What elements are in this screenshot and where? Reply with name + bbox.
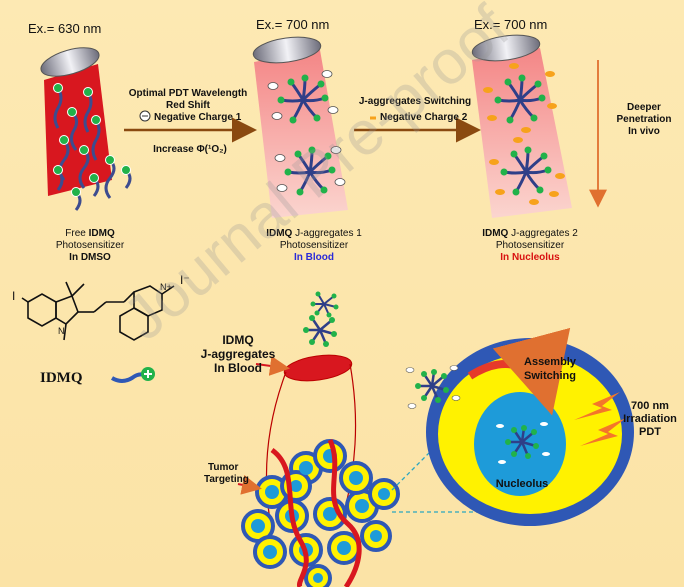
blood-aggregate <box>303 315 337 347</box>
state2-medium: In Blood <box>294 252 334 263</box>
switching-arrow <box>467 327 571 416</box>
step2-line1: J-aggregates Switching <box>358 96 472 107</box>
step1-line3: Negative Charge 1 <box>154 112 242 123</box>
nucleolus-label: Nucleolus <box>495 478 549 490</box>
n-label: N <box>58 326 65 336</box>
step1-line4: Increase Φ(¹O₂) <box>153 144 227 155</box>
step1-line2: Red Shift <box>166 100 210 111</box>
state3-medium: In Nucleolus <box>500 252 560 263</box>
state1-medium: In DMSO <box>69 252 111 263</box>
assembly-line1: Assembly <box>524 356 576 368</box>
iodine-label: I <box>12 289 16 303</box>
blood-line2: J-aggregates <box>200 347 276 361</box>
depth-line3: In vivo <box>628 126 660 137</box>
j-aggregate-1a <box>267 70 339 124</box>
state3-type: Photosensitizer <box>495 240 565 251</box>
j-aggregate-1b <box>274 146 346 196</box>
negative-charge-icon-1 <box>139 110 151 122</box>
tumor-cells <box>237 438 400 587</box>
iodide-label: I⁻ <box>180 273 190 287</box>
idmq-icon <box>110 367 155 383</box>
lightning-icon <box>574 392 626 446</box>
state2-type: Photosensitizer <box>279 240 349 251</box>
j-aggregate-2b <box>489 137 565 205</box>
excitation-700-label-1: Ex.= 700 nm <box>256 17 330 32</box>
state1-title: Free IDMQ <box>65 228 115 239</box>
step1-line1: Optimal PDT Wavelength <box>128 88 248 99</box>
blood-line3: In Blood <box>214 361 262 375</box>
n-plus-label: N+ <box>160 282 172 292</box>
depth-line1: Deeper <box>627 102 661 113</box>
excitation-630-label: Ex.= 630 nm <box>28 21 102 36</box>
j-aggregate-2a <box>483 63 557 133</box>
beam-700-2 <box>471 34 572 218</box>
state3-title: IDMQ J-aggregates 2 <box>482 228 578 239</box>
assembly-line2: Switching <box>524 370 576 382</box>
state2-title: IDMQ J-aggregates 1 <box>266 228 362 239</box>
tumor-line1: Tumor <box>208 462 239 473</box>
blood-line1: IDMQ <box>222 333 254 347</box>
irradiation-line2: Irradiation <box>623 413 677 425</box>
excitation-700-label-2: Ex.= 700 nm <box>474 17 548 32</box>
blood-aggregate-top <box>310 291 339 318</box>
step2-line2: Negative Charge 2 <box>380 112 468 123</box>
irradiation-line3: PDT <box>639 426 661 438</box>
irradiation-line1: 700 nm <box>631 400 669 412</box>
tumor-line2: Targeting <box>204 474 249 485</box>
state1-type: Photosensitizer <box>55 240 125 251</box>
positive-charge-dots <box>53 83 131 197</box>
external-aggregate <box>405 365 461 409</box>
nucleolus-aggregate <box>496 422 550 464</box>
idmq-structure <box>21 281 175 341</box>
beam-700-1 <box>252 36 348 218</box>
depth-line2: Penetration <box>616 114 672 125</box>
idmq-label: IDMQ <box>40 370 83 386</box>
